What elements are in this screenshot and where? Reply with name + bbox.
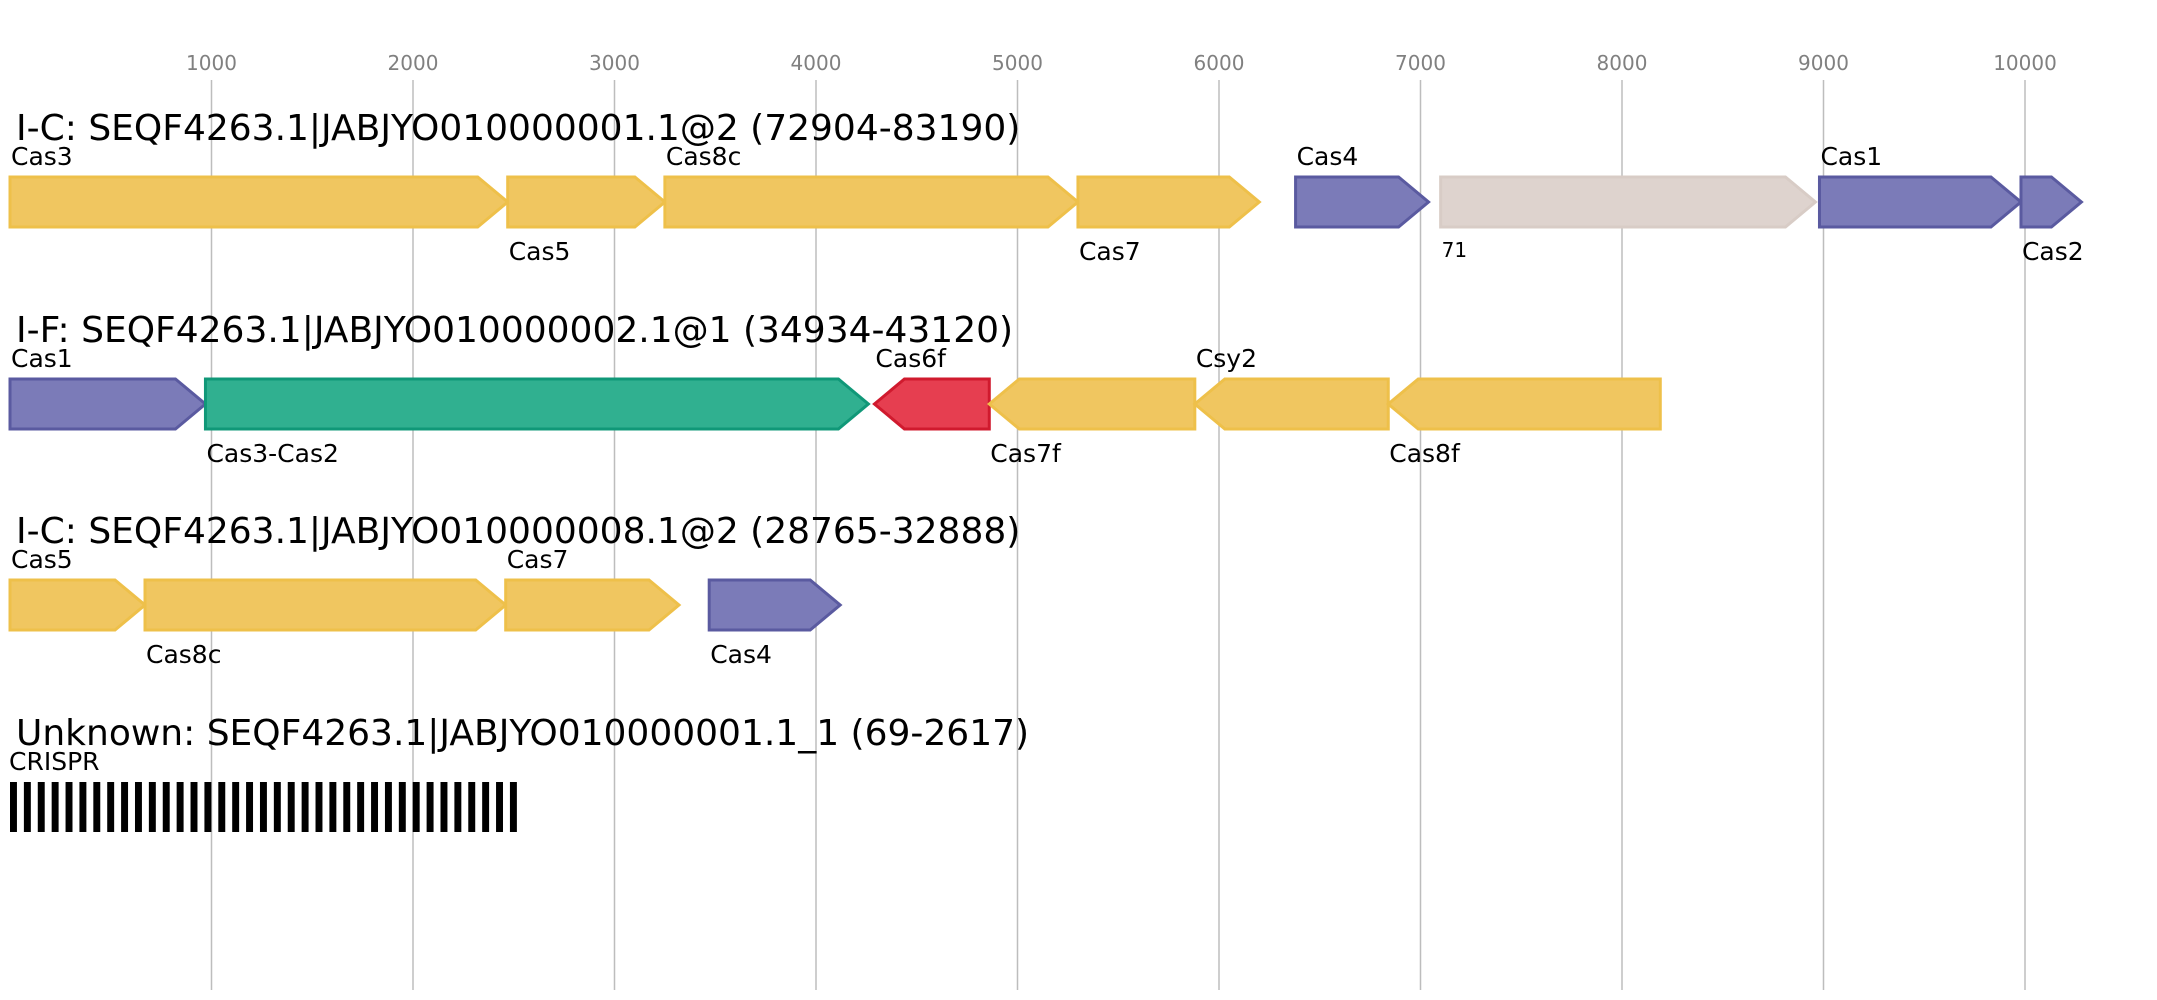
locus-title: I-F: SEQF4263.1|JABJYO010000002.1@1 (349… (16, 310, 1013, 351)
gene-arrow (707, 578, 843, 632)
locus-title: I-C: SEQF4263.1|JABJYO010000001.1@2 (729… (16, 108, 1020, 149)
gene-arrow (663, 175, 1081, 229)
axis-tick-label: 3000 (589, 51, 640, 75)
gene-arrow (1817, 175, 2024, 229)
crispr-repeat (315, 782, 323, 832)
axis-tick-label: 7000 (1395, 51, 1446, 75)
crispr-repeat (10, 782, 17, 832)
gene-label: 71 (1442, 238, 1467, 262)
crispr-repeat (65, 782, 73, 832)
gene-arrow (1076, 175, 1262, 229)
crispr-repeat (412, 782, 420, 832)
axis-tick-label: 4000 (791, 51, 842, 75)
gene-arrow (8, 578, 148, 632)
axis-tick-label: 6000 (1194, 51, 1245, 75)
gene-label: Csy2 (1196, 344, 1257, 373)
gene-arrow (203, 377, 871, 431)
crispr-repeat (426, 782, 434, 832)
crispr-repeat (204, 782, 212, 832)
crispr-repeat (509, 782, 517, 832)
gene-label: Cas6f (875, 344, 947, 373)
crispr-repeat (384, 782, 392, 832)
crispr-repeat (329, 782, 337, 832)
crispr-repeat (259, 782, 267, 832)
gene-arrow (8, 175, 511, 229)
gene-arrow (872, 377, 991, 431)
gene-label: Cas5 (11, 545, 73, 574)
crispr-repeat (134, 782, 142, 832)
crispr-repeat (162, 782, 170, 832)
axis-tick-label: 5000 (992, 51, 1043, 75)
crispr-label: CRISPR (9, 747, 100, 776)
crispr-repeat (468, 782, 476, 832)
gene-arrow (1294, 175, 1431, 229)
gene-arrow (1439, 175, 1818, 229)
gene-label: Cas4 (1297, 142, 1359, 171)
axis-tick-label: 10000 (1993, 51, 2057, 75)
gene-arrow (2019, 175, 2084, 229)
crispr-repeat (93, 782, 101, 832)
crispr-repeat (343, 782, 351, 832)
crispr-repeat (454, 782, 462, 832)
crispr-repeat (301, 782, 309, 832)
gene-label: Cas1 (11, 344, 73, 373)
gene-label: Cas1 (1820, 142, 1882, 171)
gene-arrow (506, 175, 668, 229)
crispr-repeat (218, 782, 226, 832)
gene-label: Cas8c (666, 142, 741, 171)
gene-arrow (143, 578, 509, 632)
gene-label: Cas3-Cas2 (206, 439, 338, 468)
axis-tick-label: 9000 (1798, 51, 1849, 75)
crispr-repeat (121, 782, 129, 832)
crispr-repeat (37, 782, 45, 832)
crispr-repeat (148, 782, 156, 832)
gene-arrow (1192, 377, 1390, 431)
crispr-repeat (176, 782, 184, 832)
gene-arrow (504, 578, 682, 632)
axis-tick-label: 2000 (388, 51, 439, 75)
crispr-repeat (107, 782, 115, 832)
gene-label: Cas7 (1079, 237, 1141, 266)
crispr-repeat (371, 782, 379, 832)
crispr-repeat (246, 782, 254, 832)
crispr-repeat (398, 782, 406, 832)
crispr-repeat (440, 782, 448, 832)
locus-title: Unknown: SEQF4263.1|JABJYO010000001.1_1 … (16, 713, 1029, 754)
gene-label: Cas5 (509, 237, 571, 266)
crispr-repeat (496, 782, 503, 832)
gene-arrow (1385, 377, 1662, 431)
locus-title: I-C: SEQF4263.1|JABJYO010000008.1@2 (287… (16, 511, 1020, 552)
crispr-repeat (190, 782, 198, 832)
axis-tick-label: 1000 (186, 51, 237, 75)
crispr-repeat (51, 782, 59, 832)
gene-arrow (986, 377, 1197, 431)
gene-label: Cas8c (146, 640, 221, 669)
crispr-repeat (273, 782, 281, 832)
crispr-repeat (232, 782, 240, 832)
gene-label: Cas3 (11, 142, 73, 171)
gene-label: Cas8f (1389, 439, 1461, 468)
gene-label: Cas2 (2022, 237, 2084, 266)
axis-tick-label: 8000 (1597, 51, 1648, 75)
crispr-repeat (79, 782, 87, 832)
crispr-repeat (287, 782, 295, 832)
crispr-repeat (482, 782, 490, 832)
crispr-repeat (357, 782, 365, 832)
gene-label: Cas4 (710, 640, 772, 669)
gene-label: Cas7 (507, 545, 569, 574)
crispr-repeat (23, 782, 31, 832)
gene-arrow (8, 377, 208, 431)
gene-label: Cas7f (990, 439, 1062, 468)
